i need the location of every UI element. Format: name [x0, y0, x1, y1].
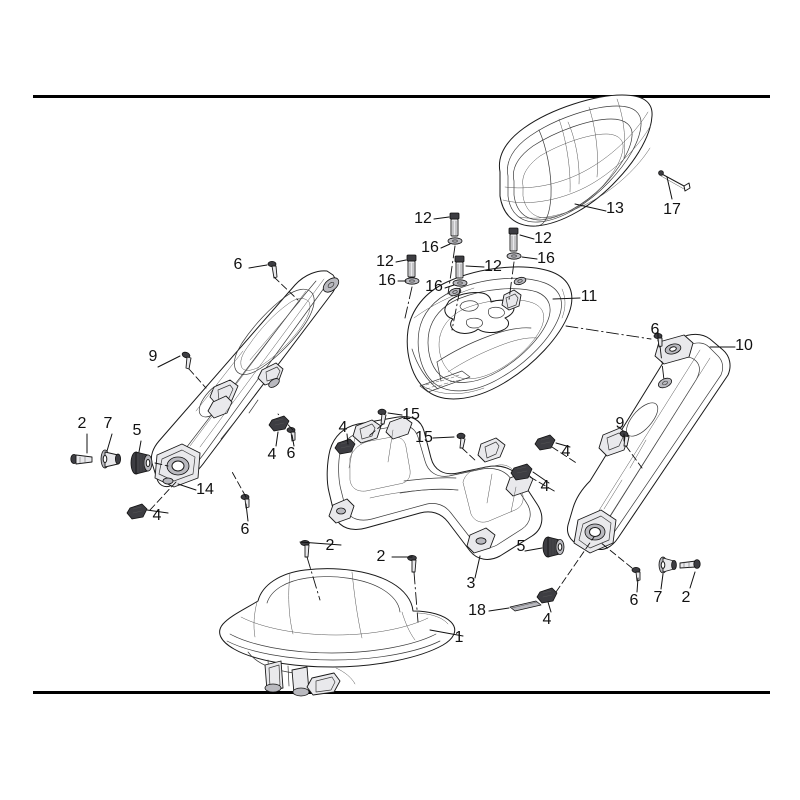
fastener-clip-nut-4-b	[268, 415, 290, 432]
fastener-bolt-12-a	[449, 212, 460, 237]
fastener-clip-nut-4-e	[536, 587, 558, 604]
callout-number-16: 16	[537, 250, 555, 267]
callout-number-6: 6	[233, 256, 243, 273]
callout-number-6: 6	[650, 321, 660, 338]
callout-number-12: 12	[414, 210, 432, 227]
callout-number-15: 15	[402, 406, 420, 423]
fastener-screw-9-a	[181, 351, 192, 370]
callout-number-16: 16	[425, 278, 443, 295]
fastener-washer-16-d	[506, 252, 522, 260]
callout-number-2: 2	[325, 537, 335, 554]
fastener-bolt-12-d	[508, 227, 519, 252]
fastener-seat-screw-2-b	[407, 555, 417, 573]
callout-number-3: 3	[466, 575, 476, 592]
molding-emboss-mark	[419, 370, 471, 393]
part-rider-seat	[219, 568, 456, 697]
callout-number-11: 11	[580, 288, 598, 305]
fastener-clip-nut-4-c	[534, 434, 556, 451]
callout-number-1: 1	[454, 629, 464, 646]
callout-number-5: 5	[516, 538, 526, 555]
fastener-washer-16-a	[447, 237, 463, 245]
callout-number-2: 2	[376, 548, 386, 565]
fastener-clip-nut-4-f	[334, 438, 356, 455]
callout-number-5: 5	[132, 422, 142, 439]
fastener-seat-screw-2-a	[300, 540, 310, 558]
fastener-bolt-12-c	[454, 255, 465, 279]
callout-number-4: 4	[152, 507, 162, 524]
callout-number-12: 12	[534, 230, 552, 247]
header-rule	[33, 95, 770, 98]
part-pillion-seat-cowl	[498, 94, 653, 227]
callout-number-17: 17	[663, 201, 681, 218]
callout-number-10: 10	[735, 337, 753, 354]
part-inner-body-panel	[326, 416, 543, 560]
callout-number-4: 4	[338, 419, 348, 436]
fastener-screw-6-b	[286, 426, 296, 442]
fastener-grommet-5-right	[542, 536, 565, 558]
callout-number-9: 9	[148, 348, 158, 365]
callout-number-12: 12	[484, 258, 502, 275]
callout-number-12: 12	[376, 253, 394, 270]
callout-number-2: 2	[77, 415, 87, 432]
part-right-side-cover	[567, 333, 731, 554]
fastener-screw-15-a	[377, 408, 387, 425]
callout-number-13: 13	[606, 200, 624, 217]
fastener-bolt-12-b	[406, 254, 417, 278]
callout-number-15: 15	[415, 429, 433, 446]
callout-number-16: 16	[421, 239, 439, 256]
callout-number-2: 2	[681, 589, 691, 606]
callout-number-4: 4	[540, 478, 550, 495]
callout-leaders	[86, 176, 736, 637]
callout-number-7: 7	[653, 589, 663, 606]
fastener-collar-7-left	[100, 449, 122, 469]
callout-number-4: 4	[267, 446, 277, 463]
fastener-grommet-5-left	[130, 451, 153, 475]
fastener-screw-6-c	[240, 493, 250, 509]
callout-number-16: 16	[378, 272, 396, 289]
fastener-washer-16-c	[452, 279, 468, 287]
callout-number-6: 6	[629, 592, 639, 609]
part-rear-tail-cowl	[406, 266, 573, 400]
callout-number-4: 4	[542, 611, 552, 628]
fastener-screw-6-e	[631, 567, 641, 582]
callout-number-7: 7	[103, 415, 113, 432]
fastener-screw-15-b	[456, 432, 466, 449]
fastener-bolt-2-left	[70, 453, 93, 465]
footer-rule	[33, 691, 770, 694]
callout-number-9: 9	[615, 415, 625, 432]
part-seat-lock-hook-rod	[658, 170, 691, 192]
fastener-clip-nut-4-left-lower	[126, 503, 148, 520]
fastener-screw-9-b	[619, 430, 630, 447]
fastener-screw-6-a	[267, 260, 278, 279]
part-left-side-cover	[150, 270, 340, 488]
fastener-bolt-2-right	[679, 559, 701, 569]
callout-number-6: 6	[240, 521, 250, 538]
callout-number-18: 18	[468, 602, 486, 619]
callout-number-14: 14	[196, 481, 214, 498]
part-flat-shim-strip	[509, 600, 542, 612]
fastener-clip-nut-4-d	[510, 463, 533, 481]
fastener-collar-7-right	[658, 556, 677, 574]
callout-number-4: 4	[561, 443, 571, 460]
callout-number-6: 6	[286, 445, 296, 462]
fastener-washer-16-b	[404, 277, 420, 285]
